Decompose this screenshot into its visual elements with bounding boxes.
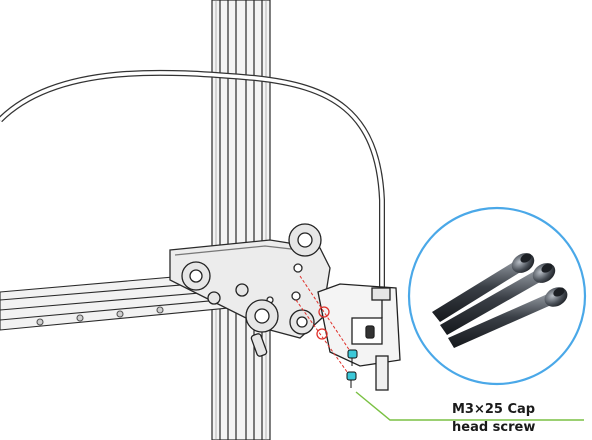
callout-line-2: head screw [452, 420, 536, 435]
filament-tube [0, 69, 385, 300]
screw-callout-label: M3×25 Cap head screw [452, 401, 564, 437]
extruder-head [317, 283, 401, 391]
screw-markers [295, 275, 358, 388]
callout-leader-line [355, 391, 584, 421]
cap-head-screw [432, 253, 568, 348]
callout-line-1: M3×25 Cap [452, 402, 536, 417]
zoom-detail-circle [407, 206, 587, 386]
pulley-wheel [181, 223, 322, 357]
rail-extrusion [211, 0, 271, 440]
